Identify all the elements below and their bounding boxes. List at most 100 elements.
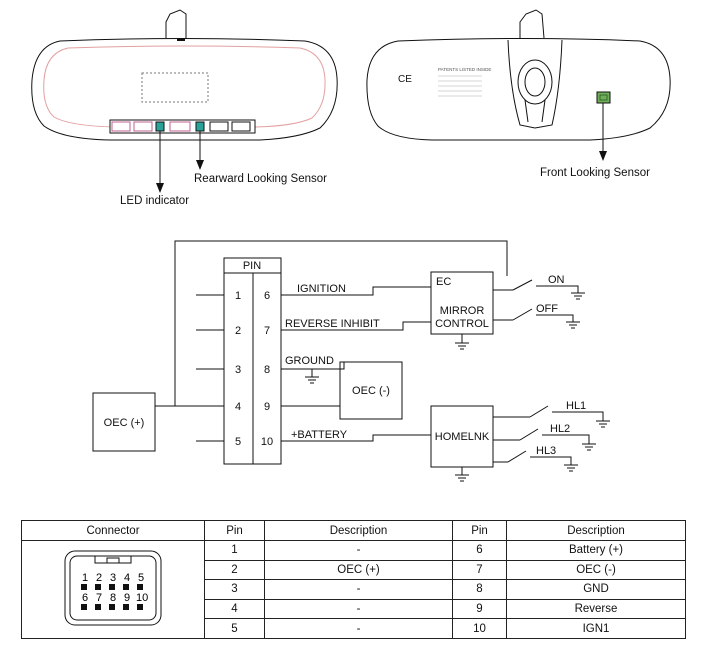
front-pointer-arrow bbox=[599, 151, 607, 161]
signal-ground: GROUND bbox=[285, 355, 334, 367]
connector-terminal-5 bbox=[137, 584, 143, 590]
header-pin-left: Pin bbox=[204, 520, 265, 541]
mirror-button-3 bbox=[169, 121, 191, 132]
table-row: 2 OEC (+) 7 OEC (-) bbox=[22, 559, 686, 581]
header-pin-right: Pin bbox=[452, 520, 507, 541]
oec-minus-label: OEC (-) bbox=[352, 385, 390, 397]
row3-pin-left: 3 bbox=[204, 579, 265, 600]
pin-right-9: 9 bbox=[264, 401, 270, 413]
row2-pin-left: 2 bbox=[204, 559, 265, 581]
connector-face-diagram: 1 2 3 4 5 6 7 8 9 10 bbox=[64, 550, 162, 626]
connector-terminal-7 bbox=[95, 604, 101, 610]
pin-left-4: 4 bbox=[235, 401, 241, 413]
connector-terminal-6 bbox=[81, 604, 87, 610]
wire-hl2-ground bbox=[542, 434, 590, 444]
switch-off-label: OFF bbox=[536, 303, 558, 315]
wire-battery bbox=[281, 434, 431, 442]
row2-description-right: OEC (-) bbox=[506, 559, 686, 581]
connector-cell: 1 2 3 4 5 6 7 8 9 10 bbox=[21, 540, 205, 639]
switch-hl3-label: HL3 bbox=[536, 445, 556, 457]
wire-ignition bbox=[281, 286, 431, 296]
mirror-back-body bbox=[366, 38, 671, 141]
row5-pin-right: 10 bbox=[452, 618, 507, 639]
mirror-control-label-2: CONTROL bbox=[435, 318, 489, 330]
led-pointer-arrow bbox=[156, 183, 164, 193]
connector-inner-shell bbox=[69, 555, 157, 621]
pin-right-10: 10 bbox=[261, 436, 273, 448]
mirror-mount-stem bbox=[165, 9, 187, 38]
row5-description-right: IGN1 bbox=[506, 618, 686, 639]
connector-pin-6: 6 bbox=[82, 592, 88, 604]
diagram-canvas: Rearward Looking Sensor LED indicator CE… bbox=[31, 9, 671, 482]
off-switch-blade bbox=[512, 308, 533, 321]
table-header-row: Connector Pin Description Pin Descriptio… bbox=[21, 520, 686, 541]
row3-pin-right: 8 bbox=[452, 579, 507, 600]
front-sensor-icon bbox=[596, 91, 611, 104]
connector-pin-8: 8 bbox=[110, 592, 116, 604]
oec-plus-box bbox=[92, 392, 156, 452]
row1-description-left: - bbox=[264, 540, 453, 561]
row5-description-left: - bbox=[264, 618, 453, 639]
signal-battery: +BATTERY bbox=[291, 429, 348, 441]
homelink-label: HOMELNK bbox=[435, 431, 490, 443]
back-mount-ball-inner bbox=[524, 67, 546, 97]
switch-on-label: ON bbox=[548, 274, 565, 286]
header-description-left: Description bbox=[264, 520, 453, 541]
table-row: 5 - 10 IGN1 bbox=[22, 618, 686, 639]
mirror-front-body bbox=[31, 38, 338, 141]
mirror-button-5 bbox=[231, 121, 251, 132]
schematic: PIN 1 2 3 4 5 6 7 8 9 10 OEC (+) IGNITIO… bbox=[92, 240, 610, 482]
patents-text: PATENTS LISTED INSIDE bbox=[438, 67, 491, 72]
pin-right-6: 6 bbox=[264, 290, 270, 302]
wire-reverse-inhibit bbox=[281, 321, 431, 331]
wire-on-ground bbox=[536, 285, 579, 293]
oec-plus-label: OEC (+) bbox=[104, 417, 145, 429]
oec-minus-box bbox=[339, 361, 403, 420]
row5-pin-left: 5 bbox=[204, 618, 265, 639]
table-row: 4 - 9 Reverse bbox=[22, 598, 686, 620]
hl1-switch-blade bbox=[529, 405, 549, 418]
connector-terminal-2 bbox=[95, 584, 101, 590]
header-description-right: Description bbox=[506, 520, 686, 541]
connector-terminal-9 bbox=[123, 604, 129, 610]
row3-description-left: - bbox=[264, 579, 453, 600]
pin-left-1: 1 bbox=[235, 290, 241, 302]
row2-description-left: OEC (+) bbox=[264, 559, 453, 581]
hl3-switch-blade bbox=[507, 450, 527, 463]
wire-off-ground bbox=[536, 314, 574, 322]
mirror-control-label-1: MIRROR bbox=[440, 305, 485, 317]
back-mount-bracket bbox=[507, 39, 563, 129]
connector-latch-window bbox=[106, 557, 120, 564]
signal-reverse-inhibit: REVERSE INHIBIT bbox=[285, 318, 380, 330]
header-connector: Connector bbox=[21, 520, 205, 541]
connector-pin-1: 1 bbox=[82, 572, 88, 584]
connector-terminal-10 bbox=[137, 604, 143, 610]
mirror-button-1 bbox=[111, 121, 131, 132]
row1-pin-left: 1 bbox=[204, 540, 265, 561]
connector-pin-10: 10 bbox=[136, 592, 148, 604]
rearward-pointer-arrow bbox=[196, 160, 204, 170]
wire-hl1-ground bbox=[552, 411, 604, 421]
led-indicator-icon bbox=[155, 121, 165, 132]
front-sensor-window bbox=[599, 94, 608, 101]
row1-description-right: Battery (+) bbox=[506, 540, 686, 561]
switch-hl2-label: HL2 bbox=[550, 423, 570, 435]
mount-clip bbox=[177, 38, 185, 41]
connector-terminal-8 bbox=[109, 604, 115, 610]
led-indicator-label: LED indicator bbox=[120, 195, 189, 207]
rearward-sensor-icon bbox=[195, 121, 205, 132]
table-row: 3 - 8 GND bbox=[22, 579, 686, 600]
row4-pin-right: 9 bbox=[452, 598, 507, 620]
pin-right-8: 8 bbox=[264, 364, 270, 376]
mirror-button-strip bbox=[109, 119, 256, 134]
pin-left-2: 2 bbox=[235, 325, 241, 337]
row3-description-right: GND bbox=[506, 579, 686, 600]
pin-right-7: 7 bbox=[264, 325, 270, 337]
back-mount-ball bbox=[517, 59, 553, 105]
back-mount-stem bbox=[519, 9, 545, 39]
row2-pin-right: 7 bbox=[452, 559, 507, 581]
pin-left-5: 5 bbox=[235, 436, 241, 448]
table-row: 1 2 3 4 5 6 7 8 9 10 bbox=[21, 540, 686, 639]
mirror-glass-trim bbox=[43, 45, 326, 128]
mirror-back: CE PATENTS LISTED INSIDE bbox=[366, 9, 671, 161]
